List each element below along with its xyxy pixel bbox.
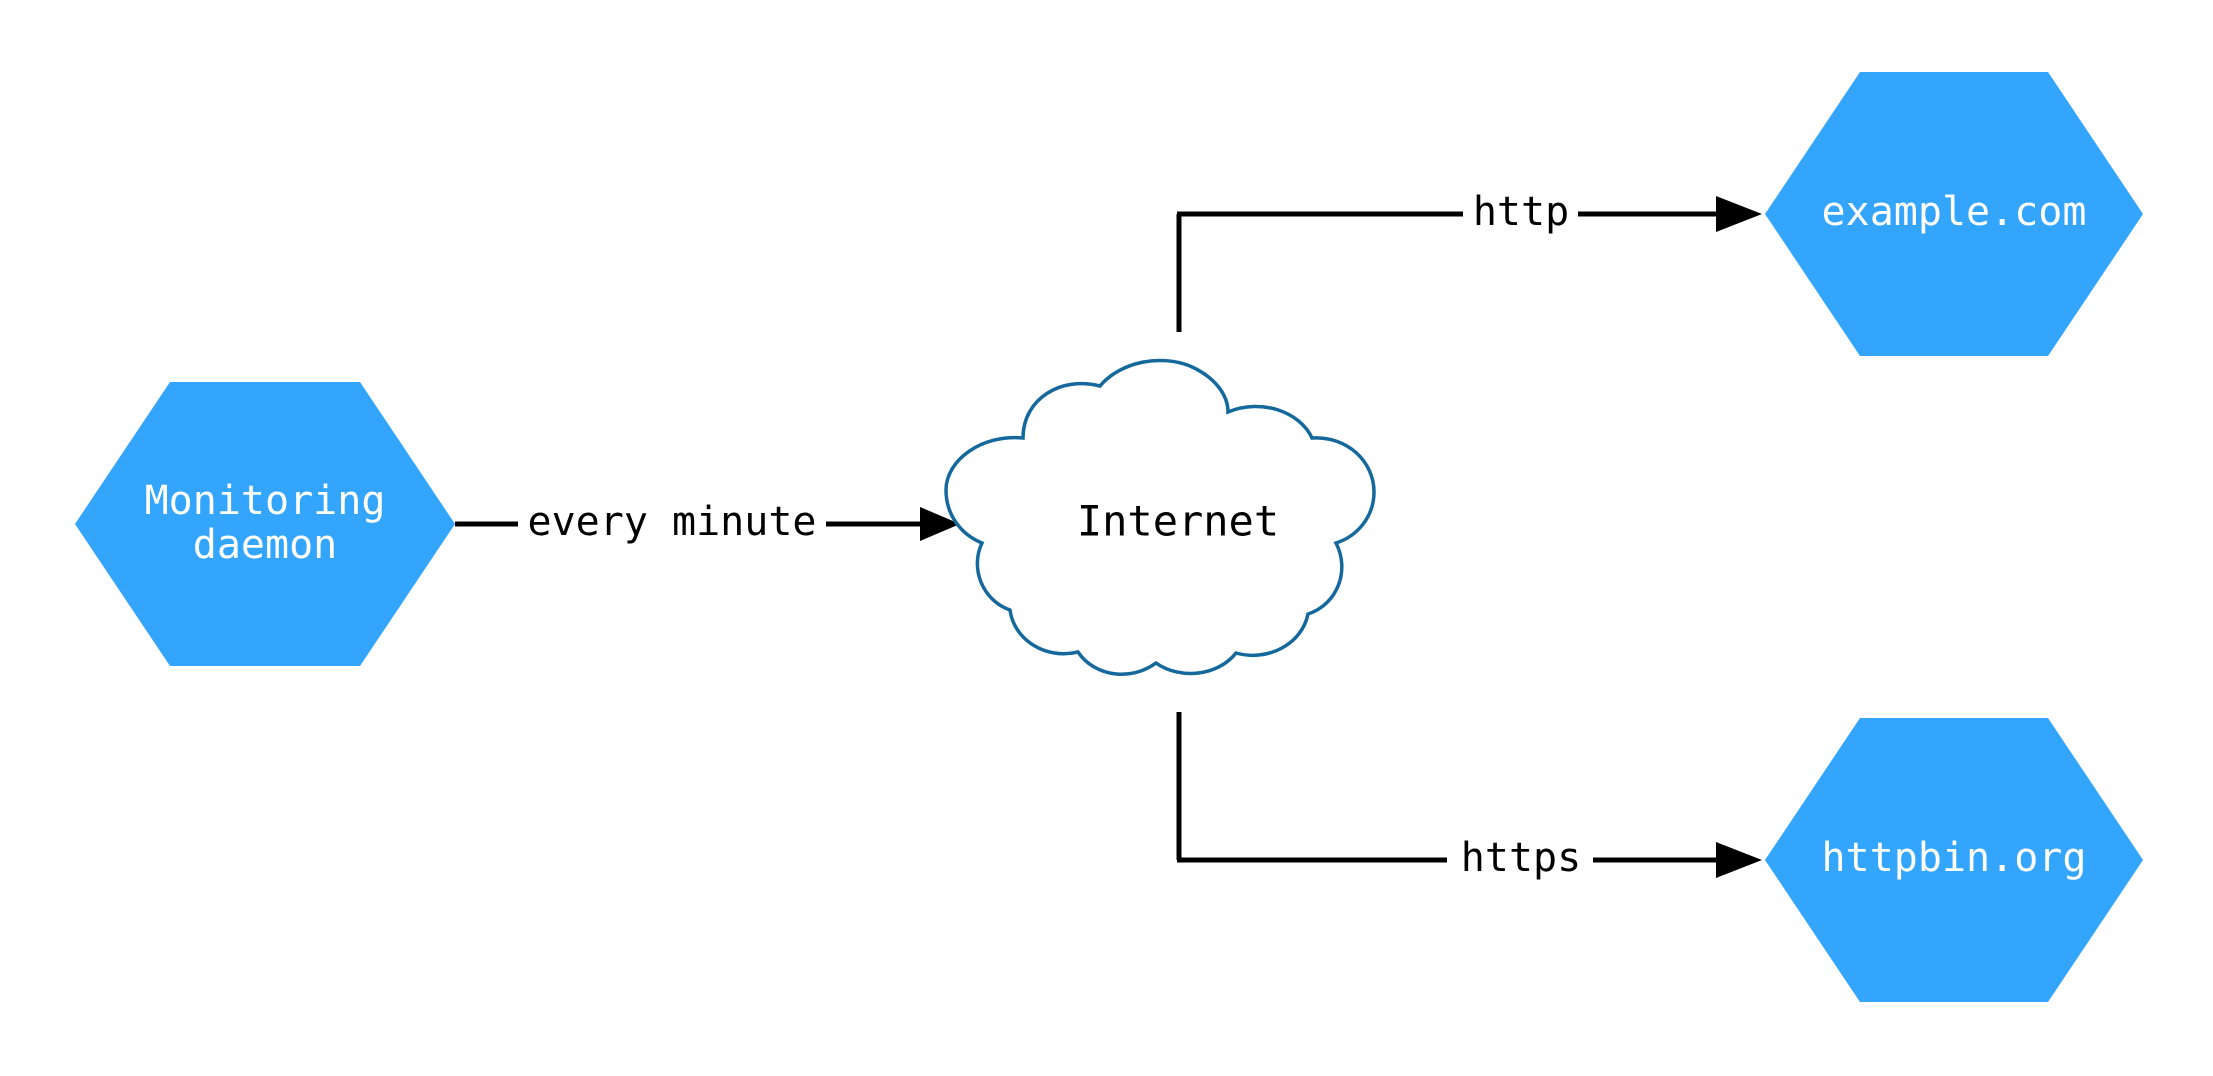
httpbin-org-label: httpbin.org: [1822, 835, 2087, 881]
edge-https-arrow-icon: [1716, 842, 1762, 878]
example-com-hexagon-shape: [1765, 72, 2143, 356]
edge-http-arrow-icon: [1716, 196, 1762, 232]
edge-label-http: http: [1473, 189, 1569, 235]
node-httpbin-org[interactable]: httpbin.org: [1765, 718, 2143, 1002]
example-com-label: example.com: [1822, 189, 2087, 235]
node-monitoring-daemon[interactable]: Monitoring daemon: [75, 382, 455, 666]
monitoring-daemon-label-line1: Monitoring: [145, 478, 386, 524]
node-example-com[interactable]: example.com: [1765, 72, 2143, 356]
node-internet-cloud[interactable]: Internet: [944, 358, 1376, 676]
internet-cloud-shape: [944, 358, 1376, 676]
edge-label-every-minute: every minute: [528, 499, 817, 545]
edge-daemon-to-internet[interactable]: every minute: [455, 499, 960, 545]
edge-daemon-internet-arrow-icon: [920, 507, 960, 541]
edge-internet-to-example[interactable]: http: [1176, 189, 1762, 332]
internet-label: Internet: [1077, 497, 1279, 546]
httpbin-org-hexagon-shape: [1765, 718, 2143, 1002]
monitoring-daemon-hexagon-shape: [75, 382, 455, 666]
edge-internet-to-httpbin[interactable]: https: [1176, 712, 1762, 881]
monitoring-daemon-label-line2: daemon: [193, 522, 338, 568]
edge-label-https: https: [1461, 835, 1581, 881]
